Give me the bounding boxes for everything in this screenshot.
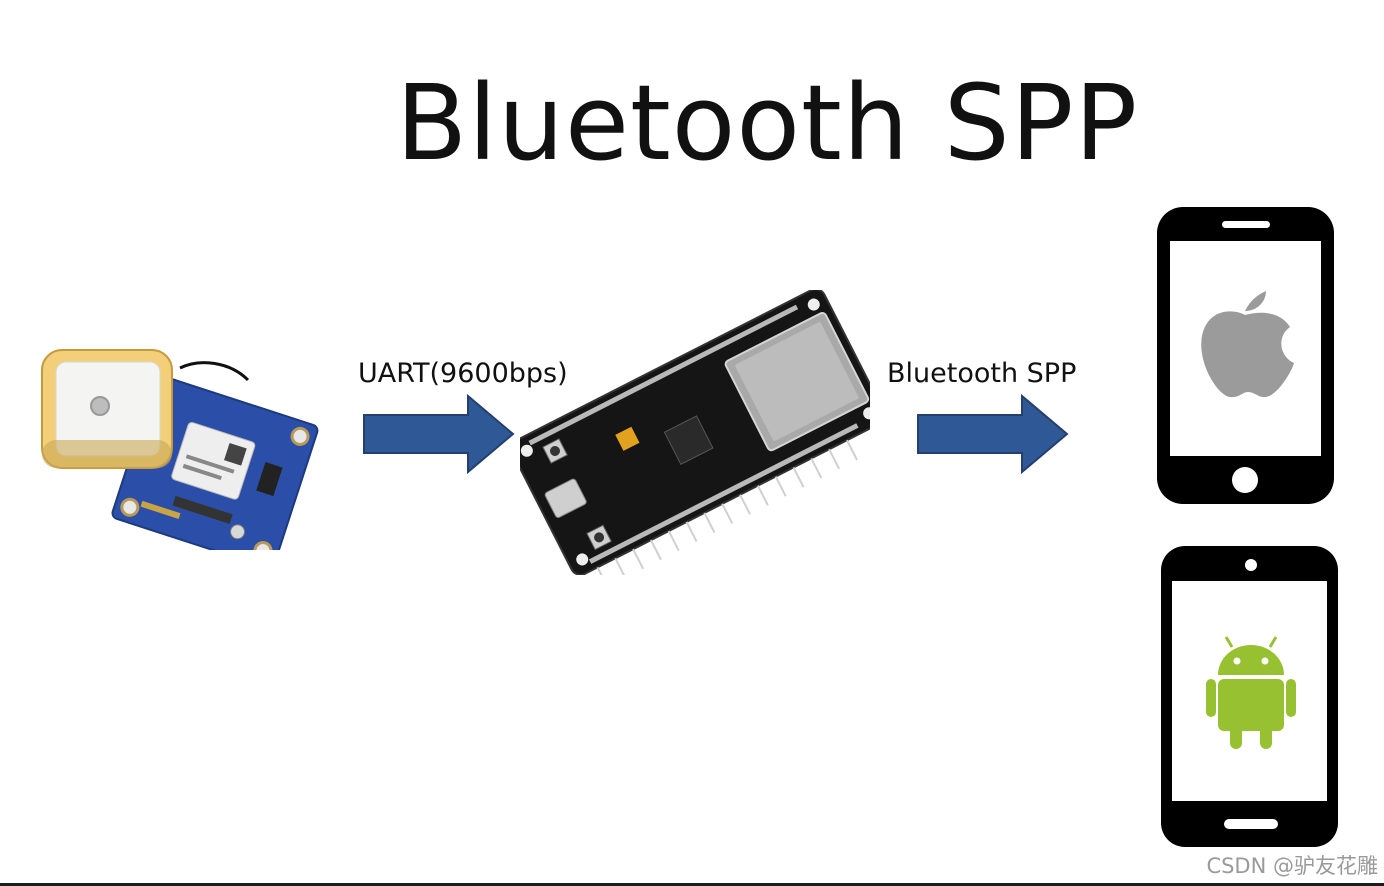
gps-module-icon — [41, 349, 319, 550]
bluetooth-link-label: Bluetooth SPP — [887, 358, 1077, 389]
apple-logo-icon — [1201, 291, 1294, 398]
android-phone — [1161, 546, 1338, 847]
esp32-board-icon — [520, 290, 870, 575]
bluetooth-arrow — [917, 394, 1069, 475]
uart-link-label: UART(9600bps) — [358, 358, 568, 389]
ios-phone — [1157, 207, 1334, 504]
uart-arrow — [363, 394, 515, 475]
watermark: CSDN @驴友花雕 — [1206, 854, 1378, 878]
bottom-divider — [0, 883, 1384, 886]
android-robot-icon — [1206, 636, 1296, 749]
diagram-title: Bluetooth SPP — [395, 62, 1139, 184]
